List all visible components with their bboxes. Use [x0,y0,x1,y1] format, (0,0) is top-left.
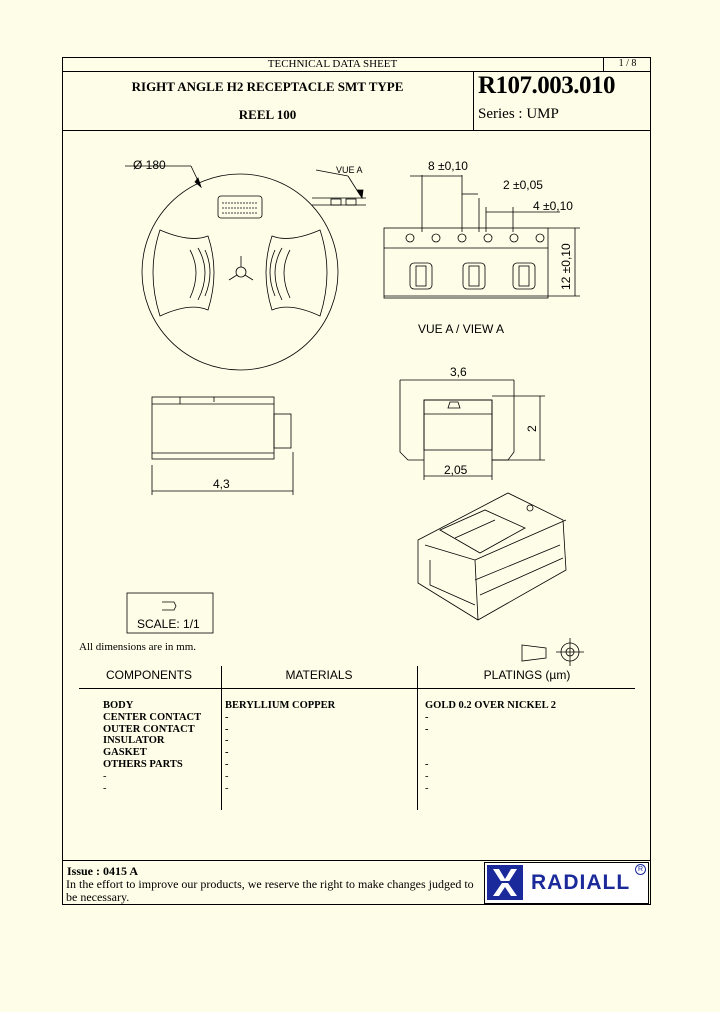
registered-icon: R [635,864,646,875]
reel-diameter-label: Ø 180 [133,158,166,172]
disclaimer-text: In the effort to improve our products, w… [66,877,474,904]
table-cell-plating: - [425,782,429,794]
table-cell-component: CENTER CONTACT [103,711,202,723]
table-cell-component: OUTER CONTACT [103,723,195,735]
height-dimension: 2 [525,425,539,432]
table-col-divider-1 [221,666,222,810]
width-dimension: 3,6 [450,365,467,379]
table-cell-material: BERYLLIUM COPPER [225,700,336,711]
pitch-dimension: 8 ±0,10 [428,159,468,173]
components-header: COMPONENTS [105,668,192,682]
series-label: Series : UMP [478,106,559,122]
scale-label: SCALE: 1/1 [137,617,200,631]
table-cell-material: - [225,735,229,747]
product-title: RIGHT ANGLE H2 RECEPTACLE SMT TYPE [131,79,404,94]
table-cell-plating: - [425,759,429,770]
view-a-label: VUE A / VIEW A [418,322,504,336]
components-table: COMPONENTS MATERIALS PLATINGS (µm) BODY B… [79,666,635,810]
table-cell-plating: - [425,723,429,735]
table-col-divider-2 [417,666,418,810]
table-cell-material: - [225,711,229,723]
vue-a-label: VUE A [336,165,363,175]
table-cell-component: OTHERS PARTS [103,759,183,770]
table-cell-component: INSULATOR [103,735,165,747]
title-divider [473,71,474,130]
table-cell-material: - [225,782,229,794]
table-cell-material: - [225,723,229,735]
sheet-title: TECHNICAL DATA SHEET [267,58,398,70]
length-dimension: 4,3 [213,477,230,491]
radiall-emblem-icon [487,865,523,900]
issue-label: Issue : 0415 A [67,864,139,878]
platings-header: PLATINGS (µm) [483,668,571,682]
hole-pitch-dimension: 4 ±0,10 [533,199,573,213]
part-number: R107.003.010 [478,72,616,99]
data-sheet-frame [62,57,651,905]
table-cell-plating: - [425,711,429,723]
table-cell-material: - [225,747,229,759]
title-bottom-line [62,130,651,131]
radiall-logo: RADIALL R [484,862,649,904]
table-cell-plating: GOLD 0.2 OVER NICKEL 2 [425,700,556,711]
header-divider [62,71,651,72]
footer-divider [62,860,651,861]
table-cell-material: - [225,759,229,770]
table-cell-component: BODY [103,700,134,711]
product-subtitle: REEL 100 [238,107,297,122]
materials-header: MATERIALS [285,668,353,682]
table-cell-component: - [103,770,107,782]
table-cell-material: - [225,770,229,782]
hole-dimension: 2 ±0,05 [503,178,543,192]
table-header-line [79,688,635,689]
table-cell-component: GASKET [103,747,147,759]
inner-width-dimension: 2,05 [444,463,468,477]
table-cell-component: - [103,782,107,794]
table-cell-plating: - [425,770,429,782]
technical-drawing: Ø 180 VUE A 8 ±0,10 2 ±0,05 4 ±0,10 12 ±… [125,158,584,666]
tape-width-dimension: 12 ±0,10 [559,243,573,290]
page-divider [603,57,604,71]
page-number: 1 / 8 [618,58,637,69]
radiall-logo-text: RADIALL [531,871,631,894]
dimensions-note: All dimensions are in mm. [79,641,197,653]
reel-outline [141,173,339,371]
